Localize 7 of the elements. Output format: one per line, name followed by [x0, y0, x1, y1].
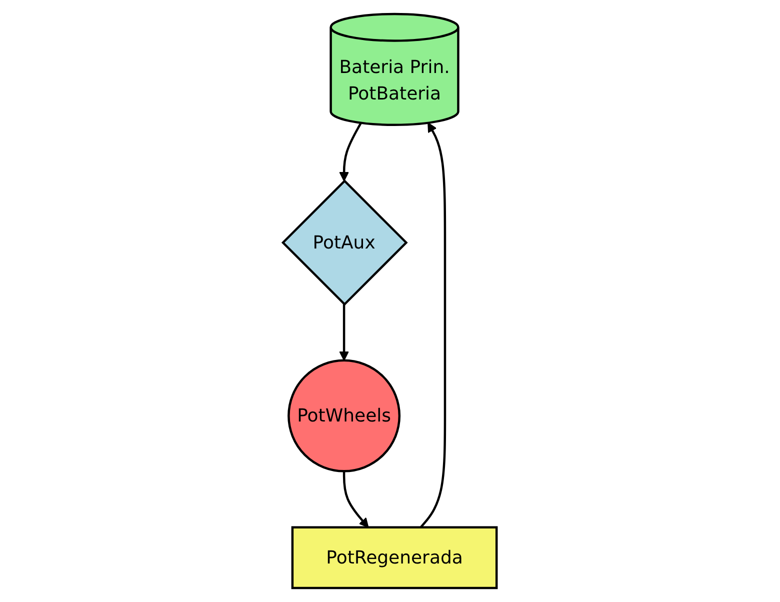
arrow [339, 122, 362, 182]
arrow [343, 471, 369, 528]
arrow [420, 122, 446, 528]
arrow [339, 304, 350, 361]
node-circle: PotWheels [288, 359, 401, 472]
node-diamond: PotAux [282, 179, 408, 306]
node-box: PotRegenerada [292, 526, 498, 590]
